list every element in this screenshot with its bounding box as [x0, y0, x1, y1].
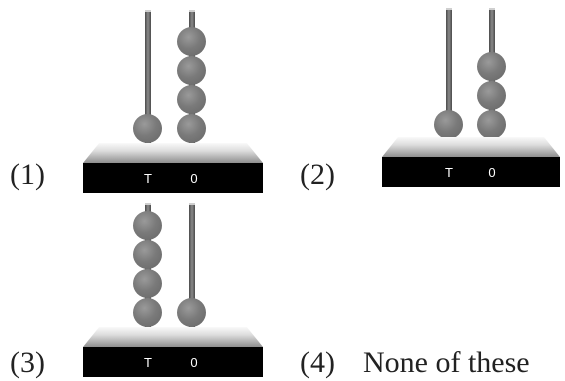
abacus-base-top: [382, 137, 560, 157]
place-label-tens: T: [445, 165, 453, 180]
abacus-base-top: [83, 327, 263, 347]
place-label-tens: T: [144, 355, 152, 370]
bead: [477, 110, 506, 139]
bead: [133, 298, 162, 327]
option-3-label[interactable]: (3): [10, 346, 45, 379]
bead: [177, 298, 206, 327]
bead: [177, 114, 206, 143]
abacus-option-3: T 0: [83, 195, 263, 381]
abacus-base-top: [83, 143, 263, 163]
place-label-ones: 0: [488, 165, 496, 180]
abacus-base: T 0: [83, 163, 263, 193]
option-4-text[interactable]: None of these: [363, 346, 530, 379]
bead: [477, 52, 506, 81]
abacus-base: T 0: [382, 157, 560, 187]
option-4-label[interactable]: (4): [300, 346, 335, 379]
option-1-label[interactable]: (1): [10, 158, 45, 191]
abacus-base: T 0: [83, 347, 263, 377]
place-label-tens: T: [144, 171, 152, 186]
place-label-ones: 0: [190, 171, 198, 186]
bead: [133, 269, 162, 298]
ones-rod: [189, 203, 195, 335]
abacus-option-2: T 0: [382, 0, 562, 190]
tens-rod: [446, 8, 452, 145]
bead: [434, 110, 463, 139]
bead: [133, 240, 162, 269]
abacus-option-1: T 0: [83, 0, 263, 195]
bead: [477, 81, 506, 110]
bead: [177, 27, 206, 56]
option-2-label[interactable]: (2): [300, 158, 335, 191]
bead: [177, 56, 206, 85]
place-label-ones: 0: [190, 355, 198, 370]
tens-rod: [145, 10, 151, 152]
bead: [177, 85, 206, 114]
bead: [133, 211, 162, 240]
bead: [133, 114, 162, 143]
